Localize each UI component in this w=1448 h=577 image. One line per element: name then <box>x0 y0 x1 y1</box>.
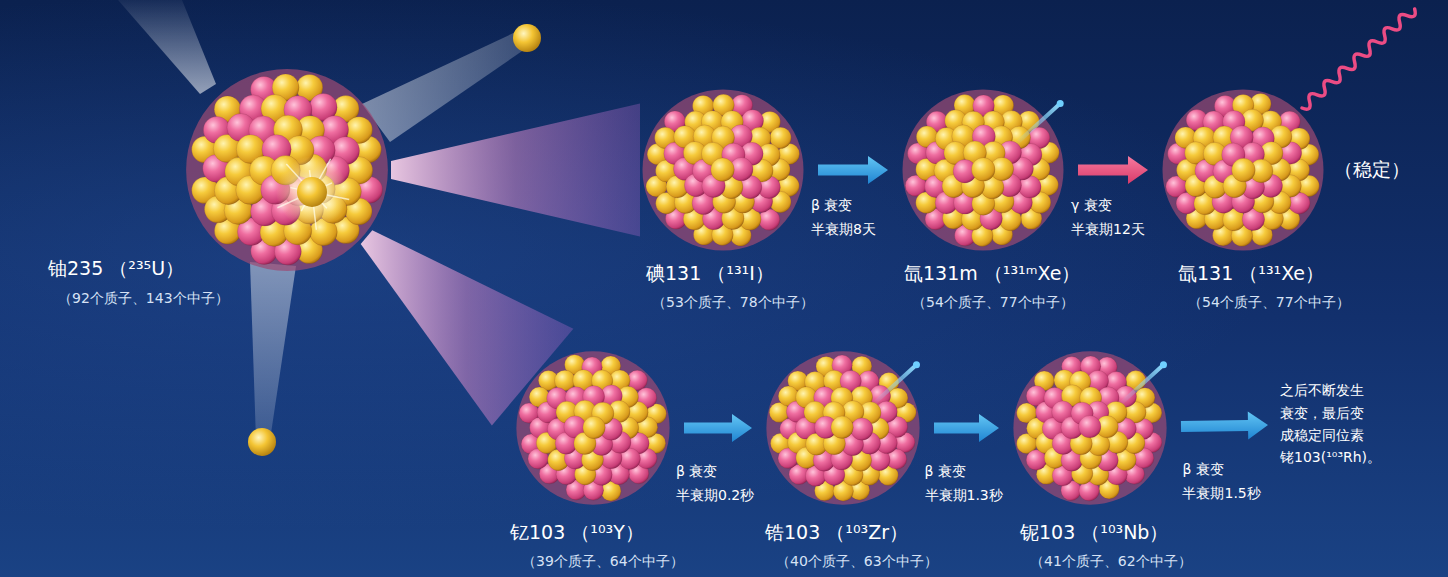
decay-arrow <box>684 414 752 442</box>
decay-label: β 衰变 半衰期1.3秒 <box>925 460 1009 508</box>
neutron-ball <box>513 24 541 52</box>
nucleus-core <box>642 89 803 250</box>
nucleus-node: 锆103 （¹⁰³Zr）（40个质子、63个中子） <box>764 349 922 507</box>
nucleon-count: （53个质子、78个中子） <box>652 294 814 311</box>
nucleon-count: （41个质子、62个中子） <box>1030 553 1192 570</box>
neutron-sphere <box>583 416 605 438</box>
beta-particle <box>913 361 920 368</box>
decay-arrow <box>818 156 888 184</box>
nucleus-picture <box>514 349 672 507</box>
neutron-sphere <box>711 158 734 181</box>
nucleus-core <box>902 89 1063 250</box>
nucleon-count: （39个质子、64个中子） <box>522 553 684 570</box>
decay-arrow <box>934 414 999 442</box>
nucleus-node: 氙131 （¹³¹Xe）（54个质子、77个中子） <box>1160 87 1326 253</box>
nucleus-core <box>516 351 669 504</box>
decay-label: β 衰变 半衰期0.2秒 <box>676 460 760 508</box>
nucleus-core <box>1013 351 1166 504</box>
nuclide-name: 氙131 （¹³¹Xe） <box>1178 262 1324 285</box>
nuclide-name: 钇103 （¹⁰³Y） <box>510 521 644 544</box>
proton-sphere <box>1079 416 1101 438</box>
beta-streak <box>1015 104 1061 146</box>
nucleus-node: 铌103 （¹⁰³Nb）（41个质子、62个中子） <box>1011 349 1169 507</box>
nucleus-core <box>186 69 388 271</box>
nucleus-picture <box>183 66 391 274</box>
fission-beam <box>391 104 640 237</box>
beta-particle <box>1160 361 1167 368</box>
status-label: （稳定） <box>1334 158 1410 181</box>
nucleon-count: （92个质子、143个中子） <box>58 290 229 307</box>
neutron-ball <box>297 177 327 207</box>
decay-label: β 衰变 半衰期1.5秒 <box>1182 458 1266 506</box>
nucleus-core <box>766 351 919 504</box>
nuclide-name: 铌103 （¹⁰³Nb） <box>1020 521 1168 544</box>
neutron-beam <box>250 262 296 440</box>
proton-sphere <box>851 418 873 440</box>
nuclide-name: 铀235 （²³⁵U） <box>48 257 184 280</box>
nucleon-count: （54个质子、77个中子） <box>1188 294 1350 311</box>
nuclide-name: 碘131 （¹³¹I） <box>646 262 774 285</box>
nuclide-name: 氙131m （¹³¹ᵐXe） <box>904 262 1080 285</box>
decay-label: β 衰变 半衰期8天 <box>811 194 895 242</box>
beta-particle <box>1057 100 1064 107</box>
nuclide-name: 锆103 （¹⁰³Zr） <box>765 521 908 544</box>
nucleus-picture <box>900 87 1066 253</box>
neutron-sphere <box>1232 158 1255 181</box>
neutron-ball <box>248 428 276 456</box>
nucleus-node: 碘131 （¹³¹I）（53个质子、78个中子） <box>640 87 806 253</box>
neutron-beam <box>118 0 216 94</box>
neutron-sphere <box>831 416 853 438</box>
note-text: 之后不断发生 衰变，最后变 成稳定同位素 铑103(¹⁰³Rh)。 <box>1280 379 1389 469</box>
gamma-wave <box>1302 9 1415 109</box>
note-block: 之后不断发生 衰变，最后变 成稳定同位素 铑103(¹⁰³Rh)。 <box>1280 379 1389 469</box>
nucleon-count: （40个质子、63个中子） <box>776 553 938 570</box>
decay-arrow <box>1181 411 1268 439</box>
fission-beam <box>361 230 574 425</box>
nucleus-node: 氙131m （¹³¹ᵐXe）（54个质子、77个中子） <box>900 87 1066 253</box>
neutron-sphere <box>972 158 995 181</box>
neutron-beam <box>362 29 528 142</box>
nucleus-core <box>1162 89 1323 250</box>
beta-streak <box>1120 365 1163 405</box>
beta-streak <box>873 365 916 405</box>
nucleus-node: 铀235 （²³⁵U）（92个质子、143个中子） <box>183 66 391 274</box>
nucleon-count: （54个质子、77个中子） <box>912 294 1074 311</box>
nucleus-picture <box>1160 87 1326 253</box>
decay-arrow <box>1078 156 1148 184</box>
nucleus-picture <box>764 349 922 507</box>
decay-label: γ 衰变 半衰期12天 <box>1071 194 1155 242</box>
impact-flash <box>276 156 348 228</box>
nucleus-node: 钇103 （¹⁰³Y）（39个质子、64个中子） <box>514 349 672 507</box>
nucleus-picture <box>1011 349 1169 507</box>
nucleus-picture <box>640 87 806 253</box>
